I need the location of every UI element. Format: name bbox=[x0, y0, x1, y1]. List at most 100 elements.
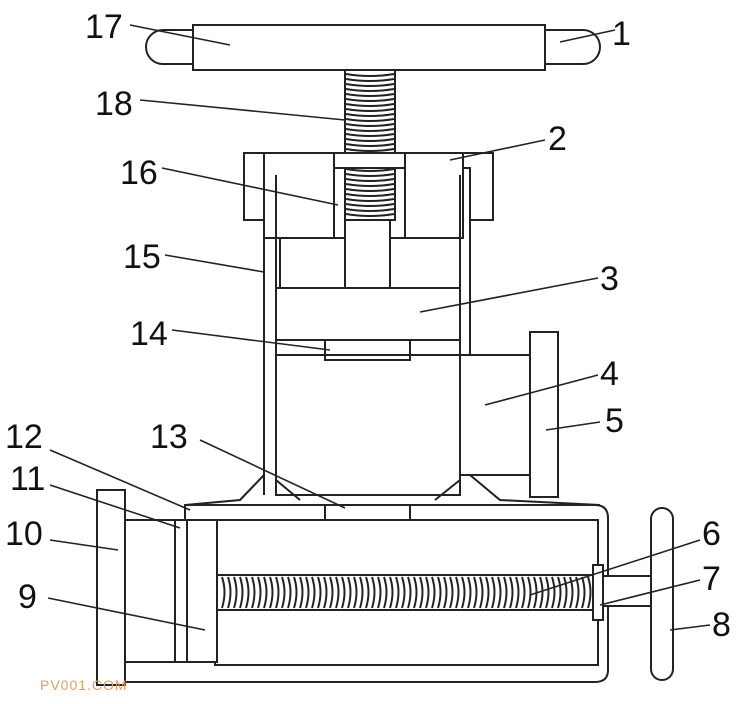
thread-line bbox=[345, 113, 395, 117]
thread-line bbox=[515, 576, 520, 609]
thread-line bbox=[345, 173, 395, 177]
thread-line bbox=[251, 576, 256, 609]
thread-line bbox=[345, 203, 395, 207]
thread-line bbox=[305, 576, 310, 609]
thread-line bbox=[509, 576, 514, 609]
thread-line bbox=[269, 576, 274, 609]
label-4: 4 bbox=[600, 355, 619, 393]
top-handle-bar bbox=[192, 24, 546, 71]
jaw-10 bbox=[96, 489, 126, 686]
thread-line bbox=[245, 576, 250, 609]
thread-line bbox=[455, 576, 460, 609]
thread-line bbox=[485, 576, 490, 609]
thread-line bbox=[293, 576, 298, 609]
label-10: 10 bbox=[5, 515, 43, 553]
thread-line bbox=[281, 576, 286, 609]
thread-line bbox=[383, 576, 388, 609]
label-16: 16 bbox=[120, 154, 158, 192]
label-2: 2 bbox=[548, 120, 567, 158]
thread-line bbox=[389, 576, 394, 609]
label-8: 8 bbox=[712, 606, 731, 644]
thread-line bbox=[257, 576, 262, 609]
thread-line bbox=[437, 576, 442, 609]
guide-rod-11 bbox=[174, 519, 188, 663]
screw-shaft bbox=[344, 219, 391, 291]
pressing-plate-3 bbox=[275, 287, 461, 341]
crank-handle-8 bbox=[650, 507, 674, 681]
thread-line bbox=[345, 93, 395, 97]
thread-line bbox=[299, 576, 304, 609]
thread-line bbox=[587, 576, 592, 609]
thread-line bbox=[569, 576, 574, 609]
thread-line bbox=[345, 188, 395, 192]
thread-line bbox=[345, 118, 395, 122]
thread-line bbox=[345, 123, 395, 127]
thread-line bbox=[425, 576, 430, 609]
thread-line bbox=[345, 108, 395, 112]
thread-line bbox=[345, 148, 395, 152]
thread-line bbox=[311, 576, 316, 609]
thread-line bbox=[227, 576, 232, 609]
thread-line bbox=[263, 576, 268, 609]
top-cap-left-block bbox=[263, 152, 335, 239]
thread-line bbox=[449, 576, 454, 609]
thread-line bbox=[395, 576, 400, 609]
label-12: 12 bbox=[5, 418, 43, 456]
watermark: PV001.COM bbox=[40, 677, 128, 693]
label-9: 9 bbox=[18, 578, 37, 616]
thread-line bbox=[329, 576, 334, 609]
lower-chamber bbox=[275, 354, 461, 496]
label-6: 6 bbox=[702, 515, 721, 553]
thread-line bbox=[365, 576, 370, 609]
crank-shaft bbox=[602, 575, 654, 607]
vertical-screw-threads bbox=[345, 73, 395, 217]
top-cap-right-block bbox=[404, 152, 464, 239]
thread-line bbox=[377, 576, 382, 609]
thread-line bbox=[221, 576, 226, 609]
thread-line bbox=[461, 576, 466, 609]
thread-line bbox=[407, 576, 412, 609]
label-17: 17 bbox=[85, 8, 123, 46]
thread-line bbox=[323, 576, 328, 609]
right-support-foot bbox=[434, 474, 601, 506]
thread-line bbox=[545, 576, 550, 609]
label-7: 7 bbox=[702, 560, 721, 598]
thread-line bbox=[345, 88, 395, 92]
thread-line bbox=[443, 576, 448, 609]
label-1: 1 bbox=[612, 15, 631, 53]
thread-line bbox=[345, 133, 395, 137]
thread-line bbox=[345, 103, 395, 107]
thread-line bbox=[275, 576, 280, 609]
thread-line bbox=[341, 576, 346, 609]
label-18: 18 bbox=[95, 85, 133, 123]
thread-line bbox=[345, 73, 395, 77]
thread-line bbox=[353, 576, 358, 609]
thread-line bbox=[563, 576, 568, 609]
side-plate-5 bbox=[529, 331, 559, 498]
thread-line bbox=[345, 138, 395, 142]
thread-line bbox=[539, 576, 544, 609]
thread-line bbox=[345, 178, 395, 182]
jaw-connector bbox=[125, 519, 175, 663]
thread-line bbox=[479, 576, 484, 609]
label-11: 11 bbox=[10, 460, 45, 498]
left-support-foot bbox=[184, 474, 301, 520]
thread-line bbox=[345, 193, 395, 197]
thread-line bbox=[527, 576, 532, 609]
thread-line bbox=[557, 576, 562, 609]
thread-line bbox=[503, 576, 508, 609]
side-connector-4 bbox=[459, 354, 531, 476]
thread-line bbox=[467, 576, 472, 609]
thread-line bbox=[287, 576, 292, 609]
thread-line bbox=[497, 576, 502, 609]
label-5: 5 bbox=[605, 402, 624, 440]
leader-lines bbox=[47, 24, 711, 631]
thread-line bbox=[473, 576, 478, 609]
thread-line bbox=[345, 183, 395, 187]
thread-line bbox=[345, 198, 395, 202]
thread-line bbox=[345, 128, 395, 132]
thread-line bbox=[431, 576, 436, 609]
thread-line bbox=[359, 576, 364, 609]
thread-line bbox=[345, 98, 395, 102]
